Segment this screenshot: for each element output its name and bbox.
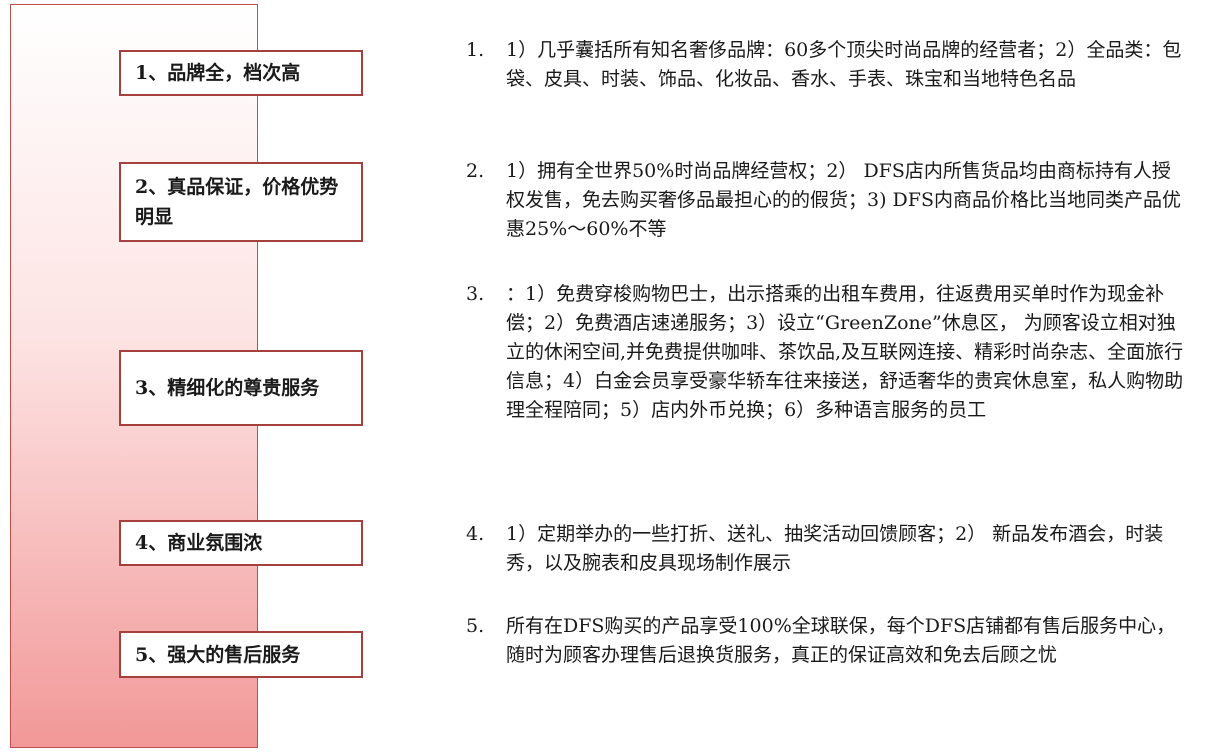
- list-text: 1）几乎囊括所有知名奢侈品牌：60多个顶尖时尚品牌的经营者；2）全品类：包袋、皮…: [506, 39, 1182, 90]
- list-number: 2.: [466, 160, 485, 182]
- list-text: 1）定期举办的一些打折、送礼、抽奖活动回馈顾客；2） 新品发布酒会，时装秀，以及…: [506, 523, 1164, 574]
- list-number: 1.: [466, 39, 485, 61]
- list-item-2: 2. 1）拥有全世界50%时尚品牌经营权；2） DFS店内所售货品均由商标持有人…: [466, 157, 1186, 244]
- label-box-3: 3、精细化的尊贵服务: [119, 350, 363, 426]
- label-box-1: 1、品牌全，档次高: [119, 50, 363, 96]
- list-item-1: 1. 1）几乎囊括所有知名奢侈品牌：60多个顶尖时尚品牌的经营者；2）全品类：包…: [466, 36, 1186, 94]
- list-number: 3.: [466, 283, 485, 305]
- list-number: 5.: [466, 615, 485, 637]
- label-box-2: 2、真品保证，价格优势明显: [119, 162, 363, 242]
- list-item-5: 5. 所有在DFS购买的产品享受100%全球联保，每个DFS店铺都有售后服务中心…: [466, 612, 1186, 670]
- list-text: 1）拥有全世界50%时尚品牌经营权；2） DFS店内所售货品均由商标持有人授权发…: [506, 160, 1181, 240]
- list-item-3: 3. ：1）免费穿梭购物巴士，出示搭乘的出租车费用，往返费用买单时作为现金补偿；…: [466, 280, 1186, 425]
- list-item-4: 4. 1）定期举办的一些打折、送礼、抽奖活动回馈顾客；2） 新品发布酒会，时装秀…: [466, 520, 1186, 578]
- list-number: 4.: [466, 523, 485, 545]
- list-text: 所有在DFS购买的产品享受100%全球联保，每个DFS店铺都有售后服务中心，随时…: [506, 615, 1176, 666]
- list-text: ：1）免费穿梭购物巴士，出示搭乘的出租车费用，往返费用买单时作为现金补偿；2）免…: [506, 283, 1184, 421]
- label-box-5: 5、强大的售后服务: [119, 631, 363, 678]
- label-box-4: 4、商业氛围浓: [119, 520, 363, 566]
